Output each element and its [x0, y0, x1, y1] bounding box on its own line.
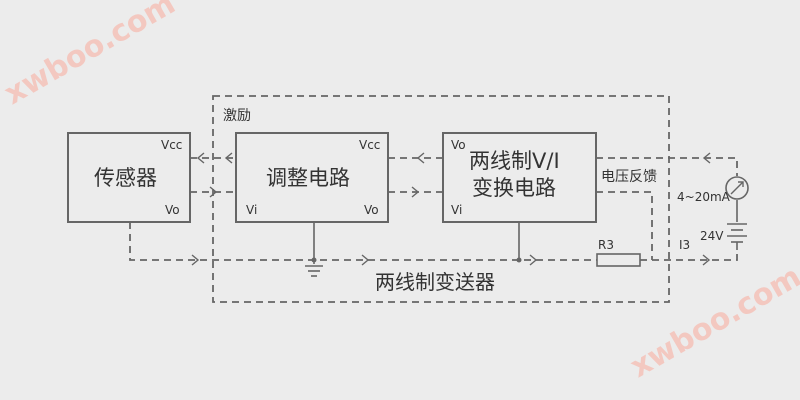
transmitter-label: 两线制变送器	[375, 270, 495, 294]
ammeter-icon	[725, 176, 749, 200]
vi-converter-block	[442, 132, 597, 223]
sensor-vcc-pin: Vcc	[161, 138, 182, 152]
voltage-feedback-label: 电压反馈	[601, 169, 657, 185]
ground-junction	[311, 257, 317, 263]
adjust-vo-pin: Vo	[364, 203, 379, 217]
return-line-bottom-right	[640, 250, 738, 261]
adjust-vcc-pin: Vcc	[359, 138, 380, 152]
adjust-circuit-title: 调整电路	[266, 166, 350, 190]
vi-vo-pin: Vo	[451, 138, 466, 152]
adjust-vi-pin: Vi	[246, 203, 257, 217]
battery-icon	[727, 223, 747, 250]
vi-vi-pin: Vi	[451, 203, 462, 217]
voltage-feedback-line	[596, 191, 653, 260]
supply-voltage-label: 24V	[700, 229, 724, 243]
ground-symbol	[305, 265, 323, 277]
vi-converter-title-line1: 两线制V/I	[469, 149, 560, 173]
transmitter-enclosure	[212, 95, 670, 303]
excitation-label: 激励	[223, 107, 251, 124]
sensor-title: 传感器	[94, 166, 157, 190]
adjust-circuit-block	[235, 132, 389, 223]
sensor-block	[67, 132, 191, 223]
meter-range-label: 4~20mA	[677, 190, 731, 204]
vi-converter-title-line2: 变换电路	[472, 176, 556, 200]
return-line-bottom	[129, 222, 597, 261]
watermark-top-left: xwboo.com	[0, 0, 181, 112]
watermark-bottom-right: xwboo.com	[625, 259, 800, 385]
resistor-r3	[596, 253, 641, 267]
current-i3-label: I3	[679, 238, 690, 252]
sensor-vo-pin: Vo	[165, 203, 180, 217]
arrow-markers	[191, 152, 711, 266]
resistor-r3-label: R3	[598, 238, 614, 252]
vi-junction	[516, 257, 522, 263]
